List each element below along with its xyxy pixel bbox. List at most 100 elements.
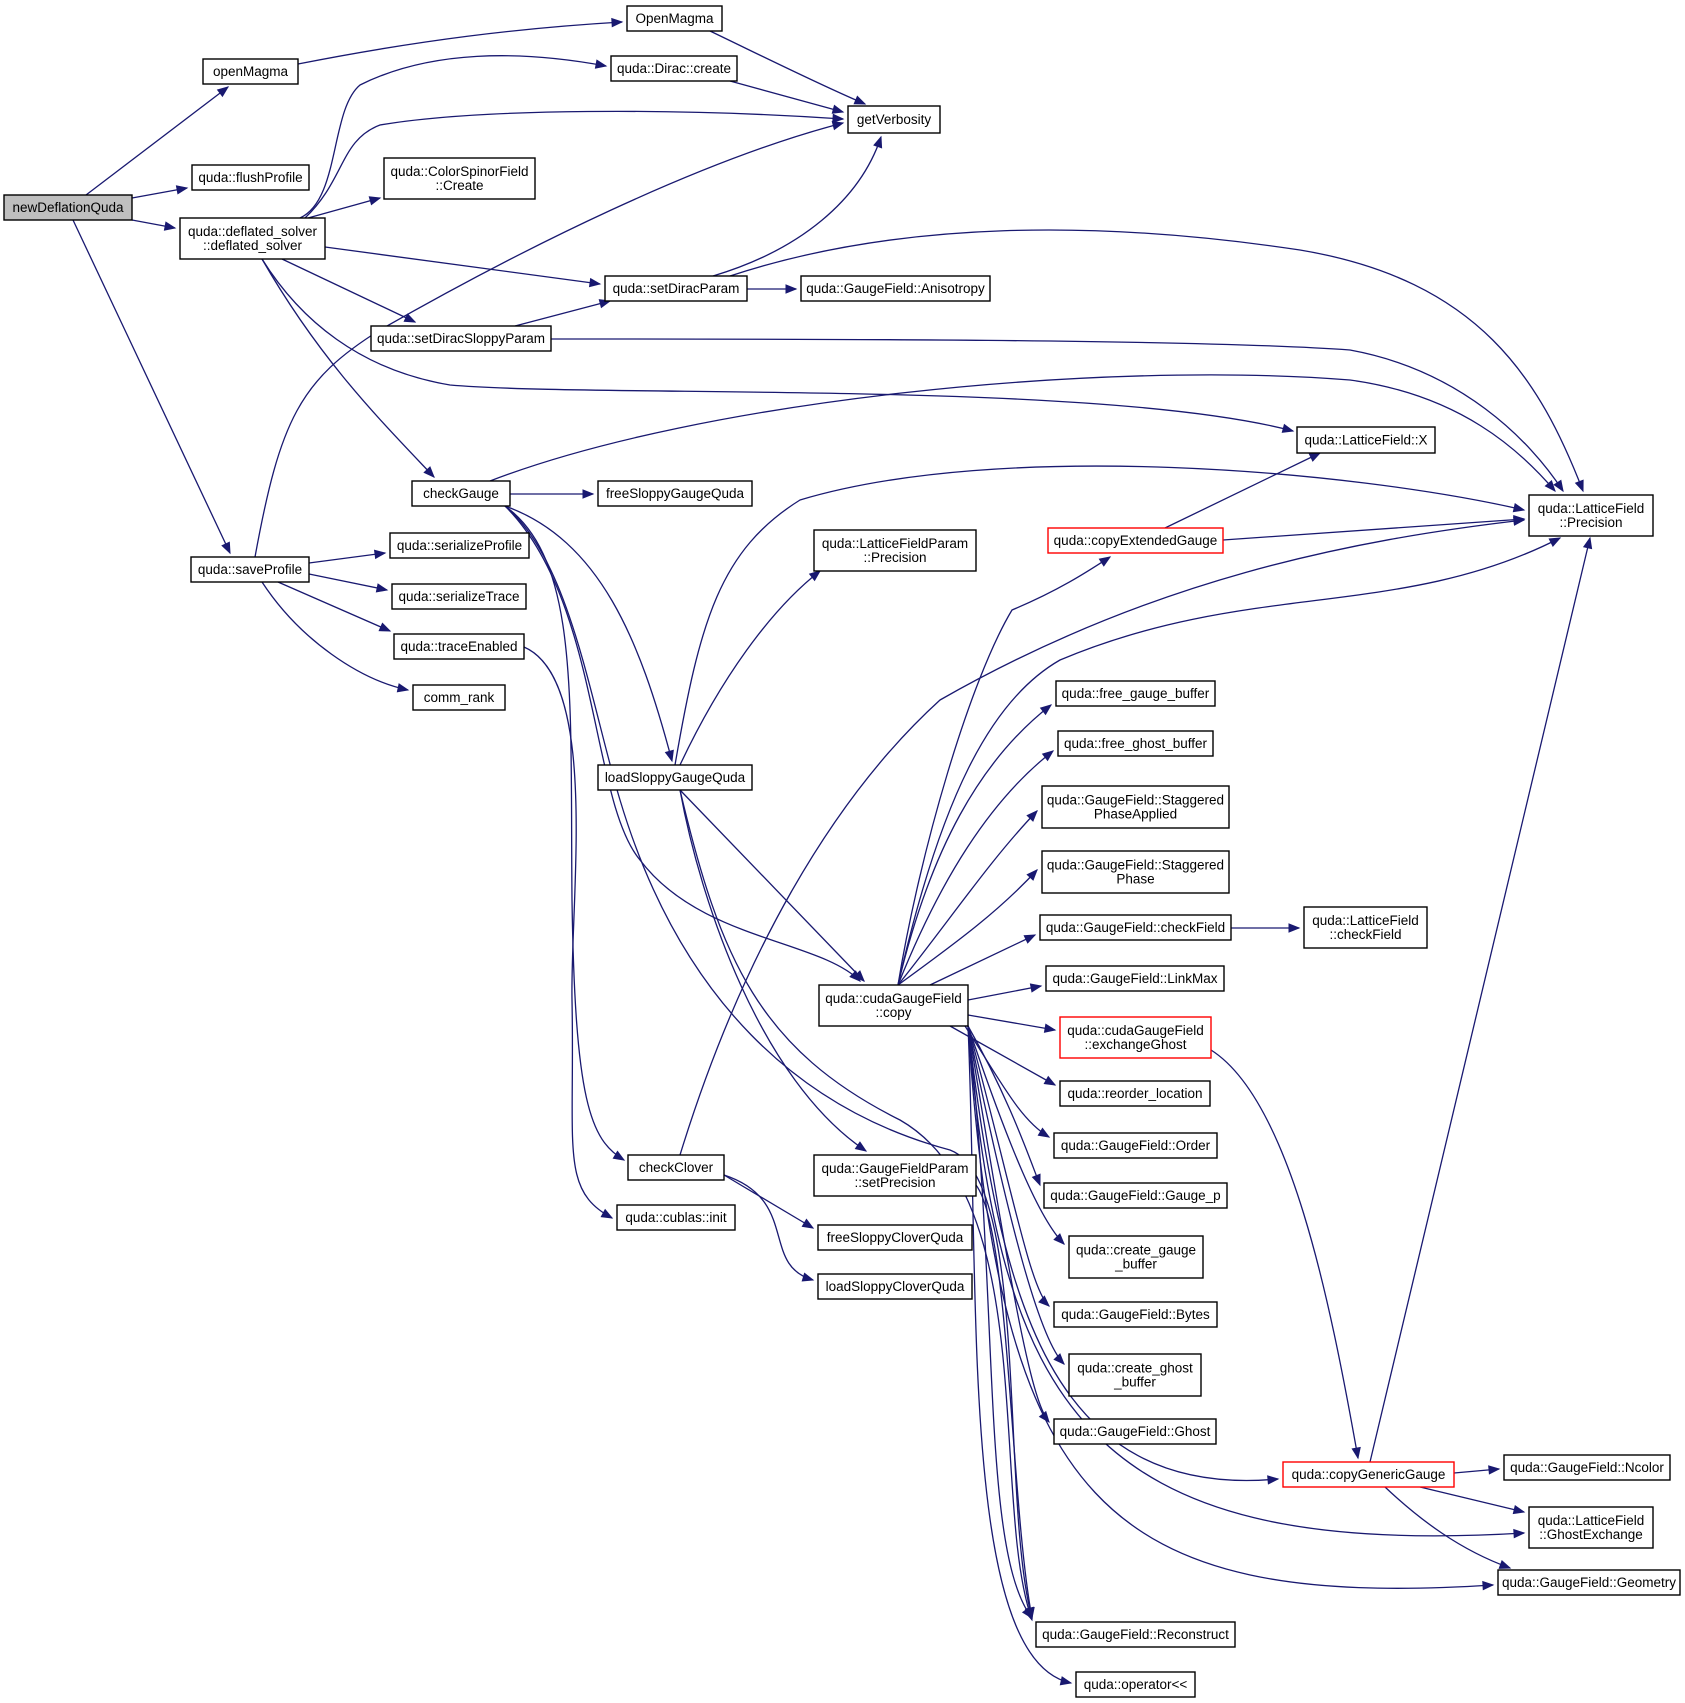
node-OpenMagma[interactable]: OpenMagma [626, 5, 723, 32]
node-box[interactable] [1057, 730, 1214, 757]
node-bytes[interactable]: quda::GaugeField::Bytes [1053, 1301, 1218, 1328]
node-box[interactable] [191, 164, 310, 191]
node-box[interactable] [1282, 1461, 1455, 1488]
node-getVerbosity[interactable]: getVerbosity [847, 105, 941, 134]
node-box[interactable] [1068, 1235, 1204, 1279]
node-box[interactable] [202, 58, 299, 85]
node-setDiracSloppy[interactable]: quda::setDiracSloppyParam [370, 325, 552, 352]
node-box[interactable] [1035, 1621, 1236, 1648]
node-box[interactable] [1053, 1301, 1218, 1328]
node-root[interactable]: newDeflationQuda [3, 194, 133, 221]
node-box[interactable] [604, 275, 748, 302]
node-lfX[interactable]: quda::LatticeField::X [1296, 426, 1436, 454]
node-createGhostBuffer[interactable]: quda::create_ghost_buffer [1068, 1353, 1202, 1397]
node-copyGeneric[interactable]: quda::copyGenericGauge [1282, 1461, 1455, 1488]
node-freeGhostBuffer[interactable]: quda::free_ghost_buffer [1057, 730, 1214, 757]
node-ghostExchange[interactable]: quda::LatticeField::GhostExchange [1528, 1506, 1654, 1549]
node-box[interactable] [3, 194, 133, 221]
node-order[interactable]: quda::GaugeField::Order [1053, 1132, 1218, 1159]
node-loadSloppyGauge[interactable]: loadSloppyGaugeQuda [597, 764, 753, 791]
node-box[interactable] [800, 275, 991, 302]
node-reorderLocation[interactable]: quda::reorder_location [1059, 1080, 1211, 1107]
node-box[interactable] [179, 217, 326, 260]
node-box[interactable] [847, 105, 941, 134]
node-openMagma[interactable]: openMagma [202, 58, 299, 85]
node-box[interactable] [813, 1154, 977, 1197]
node-box[interactable] [817, 1273, 973, 1300]
node-gfCheckField[interactable]: quda::GaugeField::checkField [1039, 914, 1232, 941]
node-gfpSetPrecision[interactable]: quda::GaugeFieldParam::setPrecision [813, 1154, 977, 1197]
node-geometry[interactable]: quda::GaugeField::Geometry [1497, 1569, 1681, 1596]
node-createGaugeBuffer[interactable]: quda::create_gauge_buffer [1068, 1235, 1204, 1279]
node-box[interactable] [1047, 527, 1224, 554]
node-saveProfile[interactable]: quda::saveProfile [190, 556, 310, 583]
node-ghost[interactable]: quda::GaugeField::Ghost [1053, 1418, 1217, 1445]
node-serializeProfile[interactable]: quda::serializeProfile [389, 532, 530, 559]
node-lfCheckField[interactable]: quda::LatticeField::checkField [1303, 906, 1428, 949]
node-box[interactable] [389, 532, 530, 559]
node-box[interactable] [411, 480, 511, 507]
node-box[interactable] [1059, 1080, 1211, 1107]
node-box[interactable] [383, 157, 536, 200]
node-box[interactable] [1041, 850, 1230, 894]
node-checkClover[interactable]: checkClover [627, 1154, 725, 1181]
node-box[interactable] [1528, 1506, 1654, 1549]
node-freeSloppyClover[interactable]: freeSloppyCloverQuda [817, 1224, 973, 1251]
node-operator[interactable]: quda::operator<< [1075, 1671, 1196, 1698]
node-box[interactable] [1045, 965, 1225, 992]
node-commRank[interactable]: comm_rank [412, 684, 506, 711]
node-flushProfile[interactable]: quda::flushProfile [191, 164, 310, 191]
node-box[interactable] [1053, 1418, 1217, 1445]
node-box[interactable] [1039, 914, 1232, 941]
node-gaugeP[interactable]: quda::GaugeField::Gauge_p [1043, 1182, 1228, 1209]
node-traceEnabled[interactable]: quda::traceEnabled [393, 633, 525, 660]
node-box[interactable] [1055, 680, 1216, 707]
node-csfCreate[interactable]: quda::ColorSpinorField::Create [383, 157, 536, 200]
node-box[interactable] [412, 684, 506, 711]
node-box[interactable] [1303, 906, 1428, 949]
node-linkMax[interactable]: quda::GaugeField::LinkMax [1045, 965, 1225, 992]
node-box[interactable] [1041, 785, 1230, 829]
node-lfpPrecision[interactable]: quda::LatticeFieldParam::Precision [813, 529, 977, 572]
node-box[interactable] [1528, 494, 1654, 537]
node-box[interactable] [393, 633, 525, 660]
node-box[interactable] [1296, 426, 1436, 454]
node-deflated[interactable]: quda::deflated_solver::deflated_solver [179, 217, 326, 260]
node-box[interactable] [627, 1154, 725, 1181]
node-box[interactable] [626, 5, 723, 32]
node-box[interactable] [1053, 1132, 1218, 1159]
node-box[interactable] [1068, 1353, 1202, 1397]
node-anisotropy[interactable]: quda::GaugeField::Anisotropy [800, 275, 991, 302]
node-box[interactable] [1503, 1454, 1671, 1481]
node-copyExtended[interactable]: quda::copyExtendedGauge [1047, 527, 1224, 554]
node-box[interactable] [610, 55, 738, 82]
node-setDiracParam[interactable]: quda::setDiracParam [604, 275, 748, 302]
node-box[interactable] [817, 1224, 973, 1251]
node-cublasInit[interactable]: quda::cublas::init [616, 1204, 736, 1231]
node-cudaCopy[interactable]: quda::cudaGaugeField::copy [818, 984, 969, 1027]
node-lfPrecision[interactable]: quda::LatticeField::Precision [1528, 494, 1654, 537]
node-box[interactable] [813, 529, 977, 572]
node-freeSloppyGauge[interactable]: freeSloppyGaugeQuda [597, 480, 753, 507]
node-box[interactable] [1059, 1016, 1212, 1059]
node-box[interactable] [190, 556, 310, 583]
node-exchangeGhost[interactable]: quda::cudaGaugeField::exchangeGhost [1059, 1016, 1212, 1059]
node-box[interactable] [370, 325, 552, 352]
node-loadSloppyClover[interactable]: loadSloppyCloverQuda [817, 1273, 973, 1300]
node-box[interactable] [597, 764, 753, 791]
node-serializeTrace[interactable]: quda::serializeTrace [391, 583, 527, 610]
node-box[interactable] [391, 583, 527, 610]
node-box[interactable] [1075, 1671, 1196, 1698]
node-checkGauge[interactable]: checkGauge [411, 480, 511, 507]
node-ncolor[interactable]: quda::GaugeField::Ncolor [1503, 1454, 1671, 1481]
node-freeGaugeBuffer[interactable]: quda::free_gauge_buffer [1055, 680, 1216, 707]
node-box[interactable] [616, 1204, 736, 1231]
node-box[interactable] [818, 984, 969, 1027]
node-reconstruct[interactable]: quda::GaugeField::Reconstruct [1035, 1621, 1236, 1648]
node-box[interactable] [597, 480, 753, 507]
node-box[interactable] [1043, 1182, 1228, 1209]
node-diracCreate[interactable]: quda::Dirac::create [610, 55, 738, 82]
node-box[interactable] [1497, 1569, 1681, 1596]
